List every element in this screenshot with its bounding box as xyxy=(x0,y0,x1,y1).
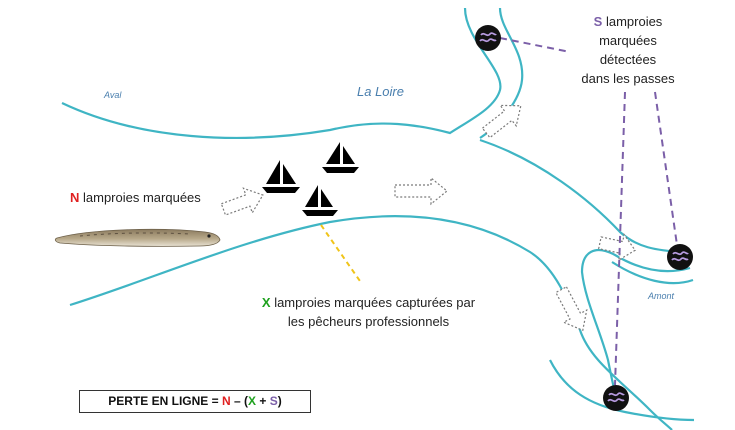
s-text-1: lamproies xyxy=(602,14,663,29)
detector-icon xyxy=(603,385,629,411)
s-lampreys-label: S lamproies marquées détectées dans les … xyxy=(568,12,688,88)
formula-close: ) xyxy=(277,394,282,408)
detector-icon xyxy=(667,244,693,270)
n-text: lamproies marquées xyxy=(79,190,201,205)
migration-arrow-icon xyxy=(220,187,264,216)
detection-lines xyxy=(499,37,678,386)
boat-icon xyxy=(302,185,338,216)
loire-south-bank xyxy=(69,215,673,430)
amont-upper-bank xyxy=(580,249,691,411)
loss-formula-box: PERTE EN LIGNE = N – (X + S) xyxy=(79,390,311,413)
formula-plus: + xyxy=(256,394,270,408)
x-line-1: X lamproies marquées capturées par xyxy=(246,293,491,312)
n-variable: N xyxy=(70,190,80,205)
river-name-label: La Loire xyxy=(357,84,404,99)
s-text-2: marquées xyxy=(599,33,657,48)
s-line-1: S lamproies xyxy=(568,12,688,31)
inner-island-bank xyxy=(479,138,691,255)
boat-icon xyxy=(262,160,300,193)
migration-arrow-icon xyxy=(597,233,636,262)
x-variable: X xyxy=(261,295,271,310)
migration-arrow-icon xyxy=(555,286,588,332)
n-lampreys-label: N lamproies marquées xyxy=(70,190,201,205)
x-lampreys-label: X lamproies marquées capturées par les p… xyxy=(246,293,491,331)
s-text-4: dans les passes xyxy=(581,71,675,86)
amont-label: Amont xyxy=(648,291,675,301)
detector-icon xyxy=(475,25,501,51)
detectors xyxy=(475,25,693,411)
amont-lower-bank xyxy=(611,261,694,285)
formula-op: – ( xyxy=(230,394,248,408)
capture-line xyxy=(320,224,363,285)
s-variable: S xyxy=(593,14,603,29)
migration-arrows xyxy=(220,104,636,332)
migration-arrow-icon xyxy=(481,104,522,139)
formula-prefix: PERTE EN LIGNE = xyxy=(108,394,222,408)
loire-north-bank xyxy=(61,7,502,139)
detection-line xyxy=(614,91,626,386)
formula-s: S xyxy=(269,394,278,408)
detection-line xyxy=(654,91,678,246)
formula-x: X xyxy=(248,394,257,408)
x-text-2: les pêcheurs professionnels xyxy=(287,314,450,329)
aval-label: Aval xyxy=(104,90,122,100)
formula-n: N xyxy=(221,394,231,408)
lamprey-image xyxy=(54,228,221,247)
fishing-boats xyxy=(262,142,359,216)
migration-arrow-icon xyxy=(394,176,448,206)
x-text-1: lamproies marquées capturées par xyxy=(270,295,476,310)
south-channel-bank xyxy=(549,359,695,422)
s-text-3: détectées xyxy=(599,52,657,67)
boat-icon xyxy=(322,142,359,173)
